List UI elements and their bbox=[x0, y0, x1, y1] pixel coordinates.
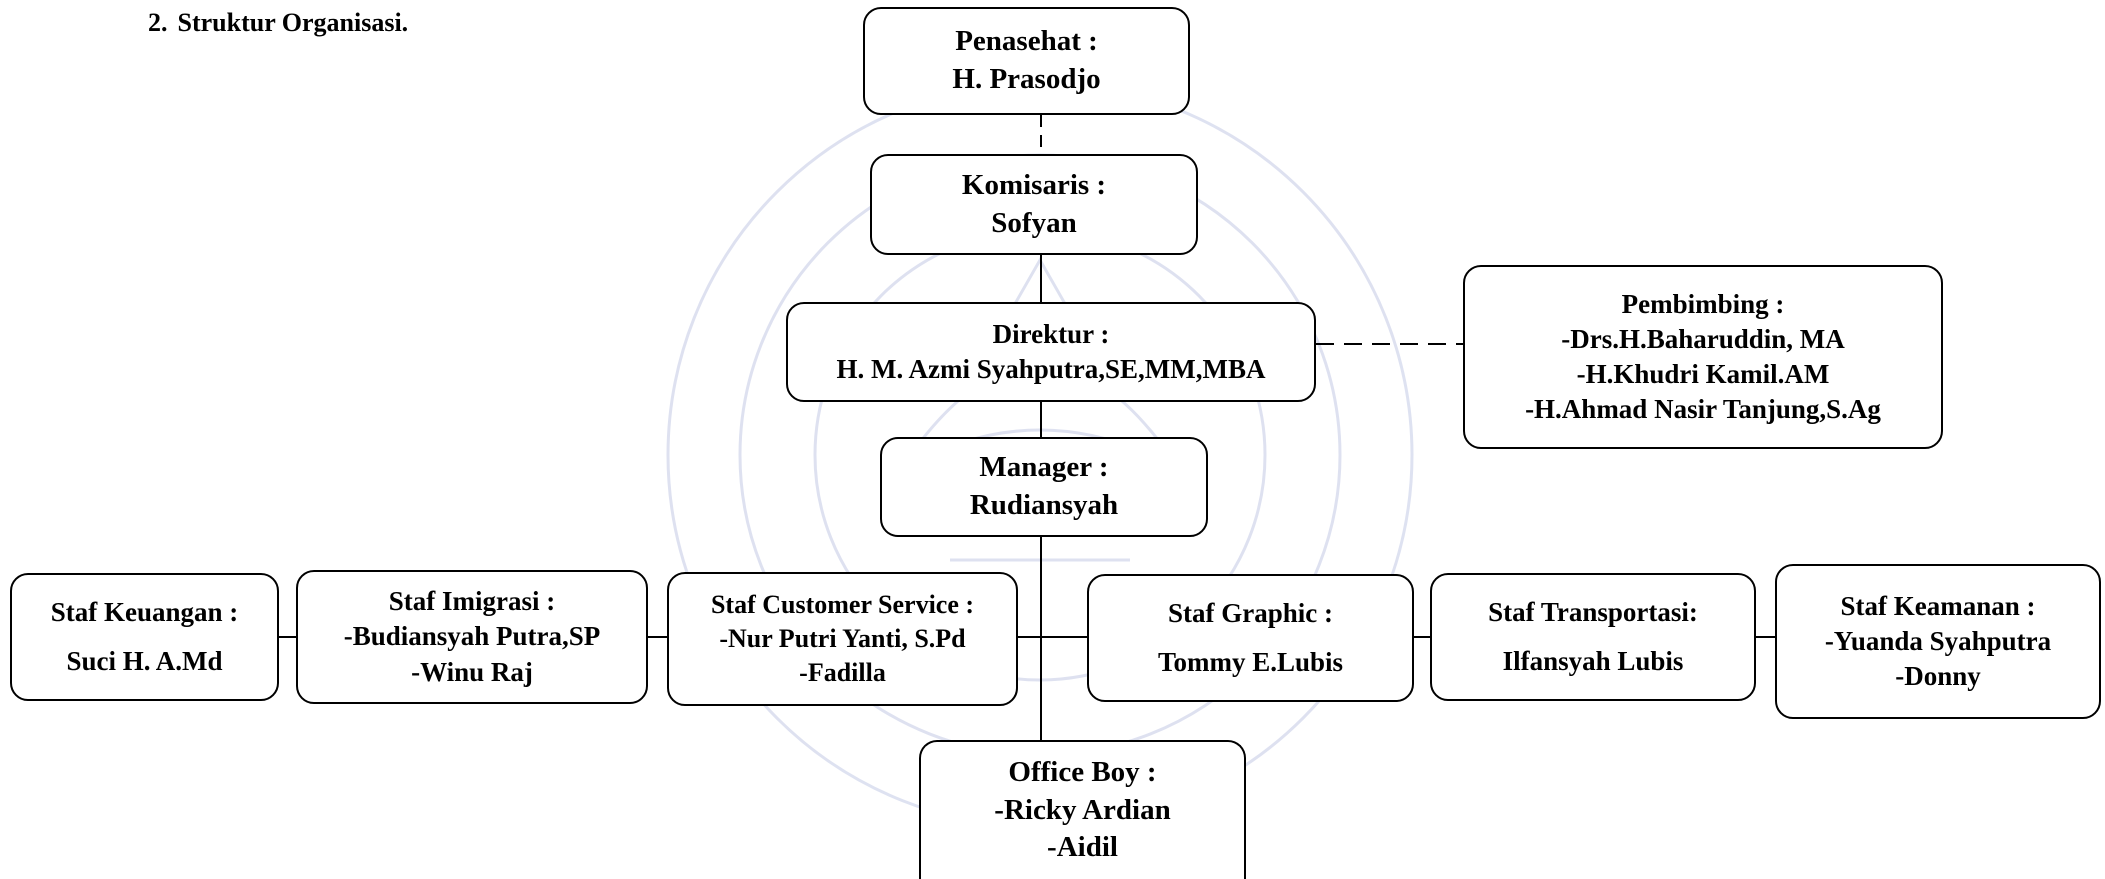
node-office-boy: Office Boy : -Ricky Ardian -Aidil bbox=[919, 740, 1246, 879]
node-member: Sofyan bbox=[991, 206, 1077, 239]
node-member: H. M. Azmi Syahputra,SE,MM,MBA bbox=[836, 354, 1266, 384]
node-member: H. Prasodjo bbox=[952, 63, 1101, 95]
node-penasehat: Penasehat : H. Prasodjo bbox=[863, 7, 1190, 115]
node-member: -Ricky Ardian bbox=[994, 793, 1171, 826]
node-title: Staf Imigrasi : bbox=[388, 586, 556, 617]
node-staf-transportasi: Staf Transportasi: Ilfansyah Lubis bbox=[1430, 573, 1756, 701]
node-komisaris: Komisaris : Sofyan bbox=[870, 154, 1198, 255]
node-staf-keuangan: Staf Keuangan : Suci H. A.Md bbox=[10, 573, 279, 701]
section-title: Struktur Organisasi. bbox=[177, 8, 409, 37]
node-staf-imigrasi: Staf Imigrasi : -Budiansyah Putra,SP -Wi… bbox=[296, 570, 648, 704]
node-member: -Fadilla bbox=[799, 657, 886, 687]
node-title: Staf Transportasi: bbox=[1488, 596, 1698, 627]
node-title: Staf Keamanan : bbox=[1840, 590, 2036, 621]
node-title: Komisaris : bbox=[961, 168, 1107, 201]
node-member: Tommy E.Lubis bbox=[1157, 647, 1344, 677]
node-title: Pembimbing : bbox=[1621, 288, 1785, 319]
node-member: -Budiansyah Putra,SP bbox=[343, 621, 601, 652]
node-manager: Manager : Rudiansyah bbox=[880, 437, 1208, 537]
node-member: -H.Ahmad Nasir Tanjung,S.Ag bbox=[1525, 394, 1881, 425]
node-member: -Winu Raj bbox=[411, 656, 533, 687]
node-member: -Nur Putri Yanti, S.Pd bbox=[719, 624, 966, 654]
section-number: 2. bbox=[148, 8, 168, 37]
node-title: Staf Keuangan : bbox=[50, 596, 239, 627]
node-title: Office Boy : bbox=[1008, 755, 1157, 788]
node-member: -Drs.H.Baharuddin, MA bbox=[1561, 323, 1845, 354]
node-direktur: Direktur : H. M. Azmi Syahputra,SE,MM,MB… bbox=[786, 302, 1316, 402]
node-member: -Yuanda Syahputra bbox=[1824, 625, 2052, 656]
node-member: Rudiansyah bbox=[969, 489, 1119, 521]
node-staf-graphic: Staf Graphic : Tommy E.Lubis bbox=[1087, 574, 1414, 702]
node-member: -Aidil bbox=[1047, 831, 1118, 864]
node-title: Penasehat : bbox=[955, 25, 1098, 58]
node-title: Staf Customer Service : bbox=[710, 590, 975, 620]
node-pembimbing: Pembimbing : -Drs.H.Baharuddin, MA -H.Kh… bbox=[1463, 265, 1943, 449]
node-title: Manager : bbox=[979, 451, 1109, 484]
node-member: -Donny bbox=[1895, 661, 1981, 692]
node-member: Suci H. A.Md bbox=[66, 646, 223, 676]
node-staf-customer-service: Staf Customer Service : -Nur Putri Yanti… bbox=[667, 572, 1018, 706]
node-member: -H.Khudri Kamil.AM bbox=[1576, 359, 1830, 389]
section-heading: 2. Struktur Organisasi. bbox=[148, 8, 408, 38]
node-title: Staf Graphic : bbox=[1168, 597, 1333, 628]
node-staf-keamanan: Staf Keamanan : -Yuanda Syahputra -Donny bbox=[1775, 564, 2101, 719]
node-member: Ilfansyah Lubis bbox=[1502, 646, 1684, 676]
node-title: Direktur : bbox=[992, 318, 1110, 349]
